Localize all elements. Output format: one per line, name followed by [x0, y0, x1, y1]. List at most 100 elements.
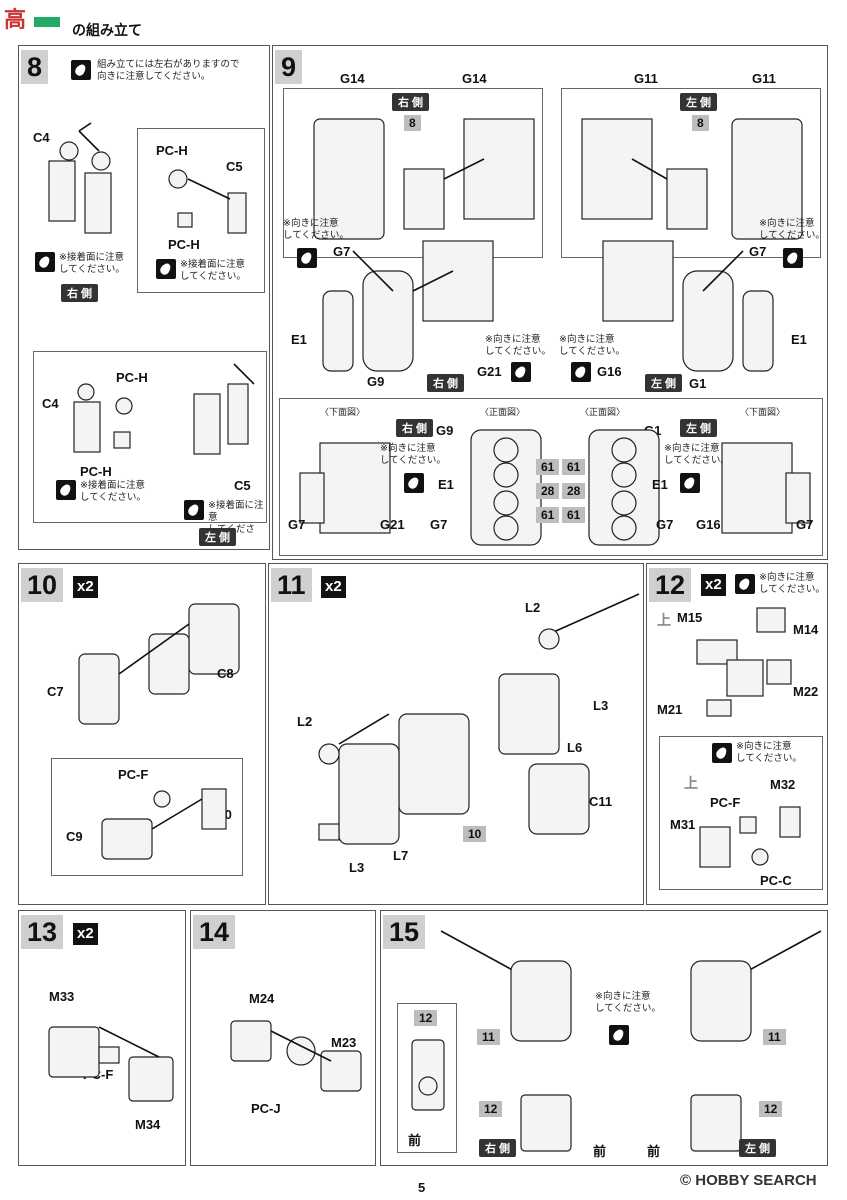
part-label: C4: [42, 396, 59, 411]
part-label: G7: [430, 517, 448, 532]
part-drawing: [699, 806, 801, 868]
step-number: 11: [271, 568, 312, 602]
part-label: E1: [791, 332, 807, 347]
glue-icon: [297, 248, 317, 268]
part-label: C8: [217, 666, 234, 681]
part-label: PC-H: [116, 370, 148, 385]
part-label: M34: [135, 1117, 161, 1132]
up-label: 上: [684, 775, 698, 791]
glue-icon: [783, 248, 803, 268]
watermark: © HOBBY SEARCH: [680, 1172, 817, 1189]
header-logo: 高: [4, 2, 64, 32]
part-label: PC-H: [80, 464, 112, 479]
step-number: 10: [21, 568, 64, 602]
step-number: 14: [193, 915, 236, 949]
part-label: M24: [249, 991, 275, 1006]
part-label: G21: [380, 517, 405, 532]
glue-icon: [184, 500, 204, 520]
side-badge: 右 側: [396, 419, 434, 437]
part-label: G16: [597, 364, 622, 379]
part-drawing: [230, 1020, 362, 1092]
part-drawing: [520, 1094, 742, 1152]
sub-panel: ※向きに注意 してください。 上 M32 PC-F M31 PC-C: [659, 736, 823, 890]
step-10-panel: 10 x2 C8 C7 PC-F C10 C9: [18, 563, 266, 905]
front-label: 前: [593, 1144, 607, 1159]
part-label: G14: [462, 71, 487, 86]
part-drawing: [318, 593, 640, 845]
part-label: G9: [367, 374, 385, 389]
step-14-panel: 14 M24 M23 PC-J: [190, 910, 376, 1166]
part-drawing: [299, 442, 391, 534]
part-drawing: [101, 788, 227, 860]
part-label: L6: [567, 740, 583, 755]
direction-note: ※向きに注意 してください。: [283, 218, 349, 241]
front-label: 前: [408, 1133, 422, 1148]
side-badge: 左 側: [199, 528, 237, 546]
ref-tag: 61: [562, 507, 586, 523]
part-label: G7: [796, 517, 814, 532]
glue-note: ※接着面に注意 してください。: [59, 252, 125, 275]
direction-note: ※向きに注意 してください。: [559, 334, 625, 357]
step-number: 13: [21, 915, 64, 949]
part-label: C5: [226, 159, 243, 174]
glue-icon: [56, 480, 76, 500]
direction-note: ※向きに注意 してください。: [664, 443, 730, 466]
ref-tag: 61: [562, 459, 586, 475]
part-label: M31: [670, 817, 696, 832]
glue-icon: [712, 743, 732, 763]
glue-icon: [680, 473, 700, 493]
part-drawing: [588, 429, 660, 546]
part-label: L2: [525, 600, 541, 615]
glue-icon: [735, 574, 755, 594]
part-label: PC-H: [168, 237, 200, 252]
up-label: 上: [657, 612, 671, 628]
view-caption: 〈下面図〉: [740, 407, 786, 417]
ref-tag: 11: [763, 1029, 786, 1045]
watermark-text: HOBBY SEARCH: [695, 1172, 817, 1189]
part-label: G11: [752, 71, 776, 86]
quantity-badge: x2: [321, 576, 346, 598]
view-caption: 〈正面図〉: [580, 407, 626, 417]
glue-icon: [71, 60, 91, 80]
side-badge: 左 側: [680, 93, 718, 111]
side-badge: 右 側: [427, 374, 465, 392]
part-label: G1: [689, 376, 707, 391]
ref-tag: 8: [404, 115, 421, 131]
part-drawing: [193, 363, 255, 455]
part-drawing: [168, 169, 247, 234]
part-drawing: [411, 1039, 445, 1111]
part-label: C7: [47, 684, 64, 699]
step-8-panel: 8 組み立てには左右がありますので 向きに注意してください。 C4 PC-H C…: [18, 45, 270, 550]
side-badge: 右 側: [479, 1139, 517, 1157]
part-drawing: [322, 240, 494, 372]
page-title: の組み立て: [72, 22, 142, 38]
logo-mark-icon: [34, 17, 61, 27]
part-label: L3: [349, 860, 365, 875]
part-label: G9: [436, 423, 454, 438]
sub-panel: PC-H C5 PC-H ※接着面に注意 してください。: [137, 128, 265, 293]
part-drawing: [48, 122, 112, 234]
part-drawing: [581, 118, 803, 240]
page-number: 5: [418, 1180, 426, 1195]
glue-icon: [156, 259, 176, 279]
glue-icon: [609, 1025, 629, 1045]
step-12-panel: 12 x2 ※向きに注意 してください。 上 M15 M14 M22 M21 ※…: [646, 563, 828, 905]
sub-panel: G11 左 側 G11 8: [561, 71, 821, 258]
watermark-logo-icon: ©: [680, 1172, 692, 1189]
part-drawing: [313, 118, 535, 240]
part-label: E1: [438, 477, 454, 492]
ref-tag: 12: [414, 1010, 438, 1026]
step-note: 組み立てには左右がありますので 向きに注意してください。: [97, 59, 240, 82]
part-label: G16: [696, 517, 721, 532]
sub-panel: 12 前: [397, 1003, 457, 1153]
part-drawing: [721, 442, 811, 534]
side-badge: 右 側: [392, 93, 430, 111]
part-label: L7: [393, 848, 409, 863]
step-11-panel: 11 x2 L2 L3 L6 L2 C11 L3 L7 10: [268, 563, 644, 905]
ref-tag: 12: [479, 1101, 503, 1117]
quantity-badge: x2: [73, 576, 98, 598]
front-label: 前: [647, 1144, 661, 1159]
part-label: M23: [331, 1035, 357, 1050]
ref-tag: 8: [692, 115, 709, 131]
ref-tag: 10: [463, 826, 487, 842]
